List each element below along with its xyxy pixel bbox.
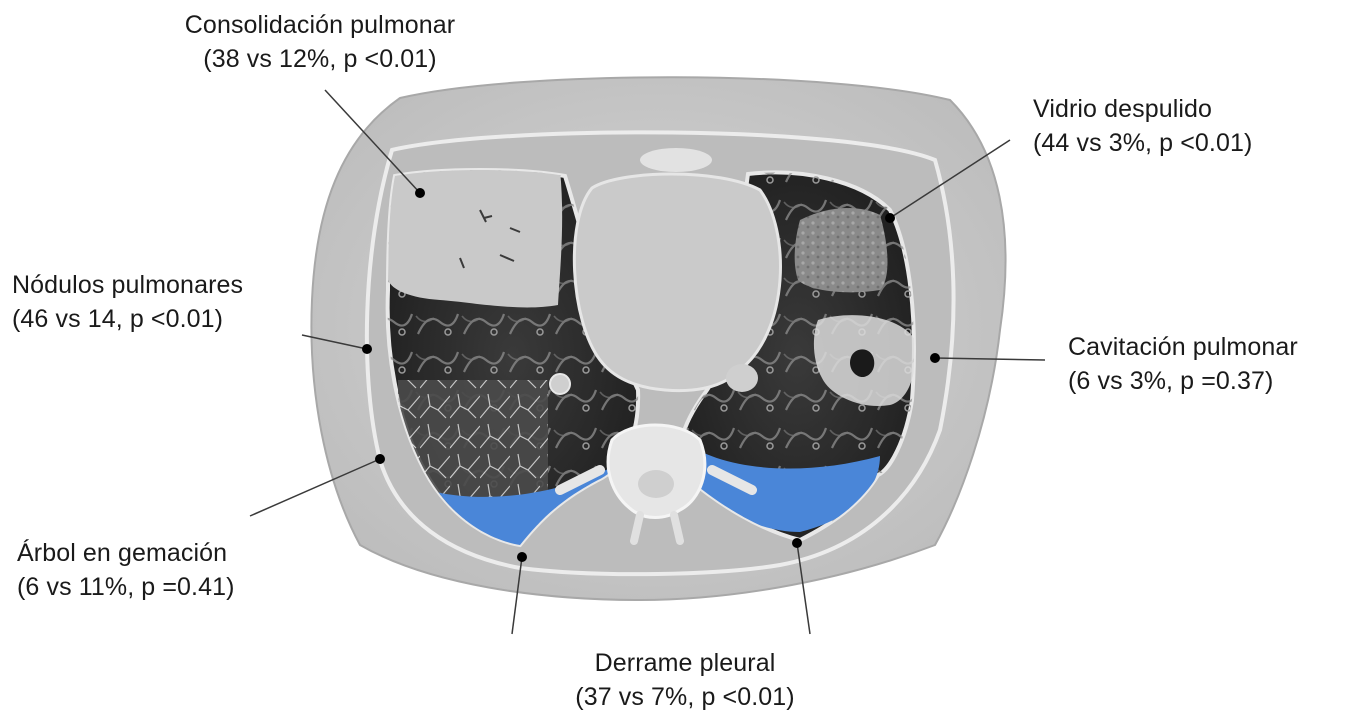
label-arbol-en-gemacion: Árbol en gemación (6 vs 11%, p =0.41) xyxy=(17,536,235,604)
marker-dot-derrame-right xyxy=(517,552,527,562)
marker-dot-consolidacion xyxy=(415,188,425,198)
finding-name: Consolidación pulmonar xyxy=(165,8,475,42)
label-nodulos-pulmonares: Nódulos pulmonares (46 vs 14, p <0.01) xyxy=(12,268,243,336)
finding-stats: (46 vs 14, p <0.01) xyxy=(12,302,243,336)
marker-dot-cavitacion xyxy=(930,353,940,363)
marker-dot-nodulos xyxy=(362,344,372,354)
finding-stats: (6 vs 11%, p =0.41) xyxy=(17,570,235,604)
finding-name: Árbol en gemación xyxy=(17,536,235,570)
label-consolidacion-pulmonar: Consolidación pulmonar (38 vs 12%, p <0.… xyxy=(165,8,475,76)
label-vidrio-despulido: Vidrio despulido (44 vs 3%, p <0.01) xyxy=(1033,92,1252,160)
finding-stats: (38 vs 12%, p <0.01) xyxy=(165,42,475,76)
marker-dot-derrame-left xyxy=(792,538,802,548)
label-cavitacion-pulmonar: Cavitación pulmonar (6 vs 3%, p =0.37) xyxy=(1068,330,1298,398)
marker-dot-vidrio xyxy=(885,213,895,223)
finding-name: Nódulos pulmonares xyxy=(12,268,243,302)
finding-name: Derrame pleural xyxy=(555,646,815,680)
finding-name: Vidrio despulido xyxy=(1033,92,1252,126)
finding-stats: (37 vs 7%, p <0.01) xyxy=(555,680,815,714)
label-derrame-pleural: Derrame pleural (37 vs 7%, p <0.01) xyxy=(555,646,815,714)
finding-stats: (44 vs 3%, p <0.01) xyxy=(1033,126,1252,160)
finding-name: Cavitación pulmonar xyxy=(1068,330,1298,364)
marker-dot-arbol xyxy=(375,454,385,464)
finding-stats: (6 vs 3%, p =0.37) xyxy=(1068,364,1298,398)
